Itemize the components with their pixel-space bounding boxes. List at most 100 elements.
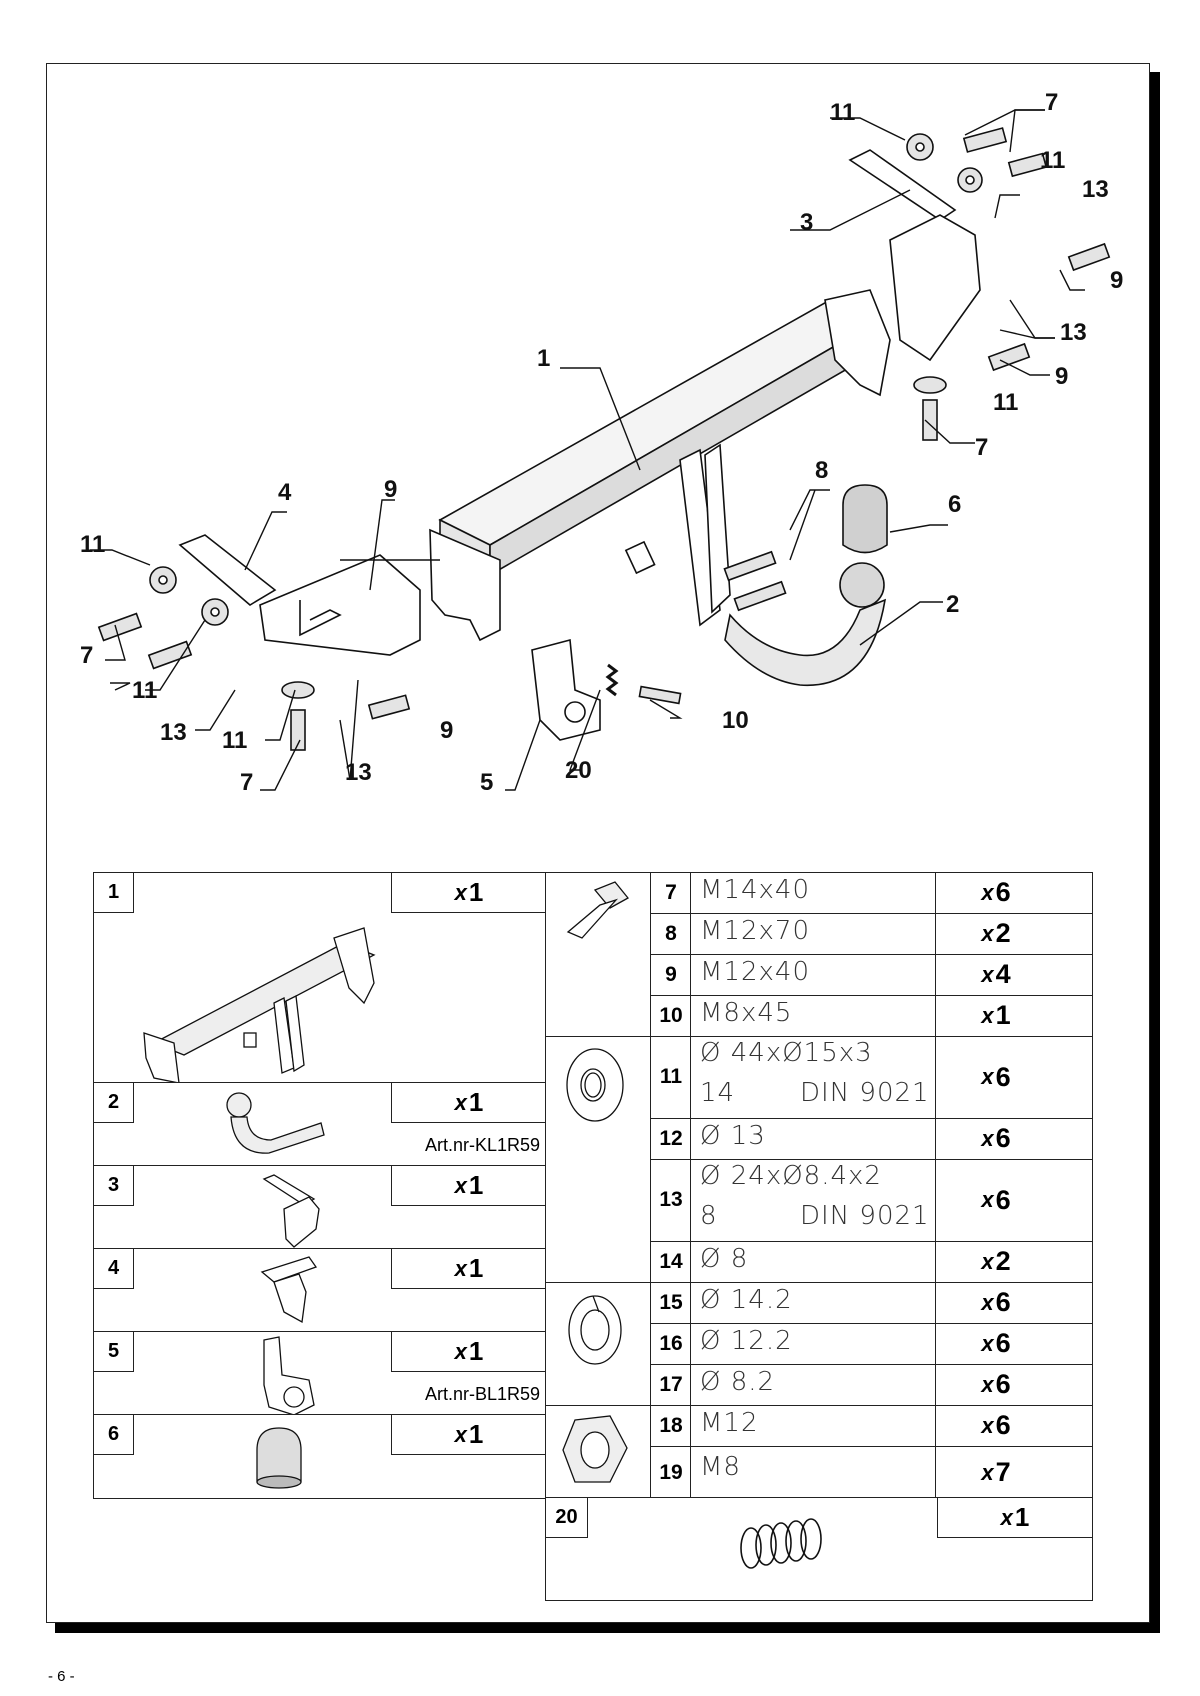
callout-11f: 11 — [222, 727, 247, 754]
hw-spec: Ø 24xØ8.4x2 — [700, 1161, 882, 1191]
hw-number: 15 — [659, 1290, 683, 1314]
hw-spec: M8 — [700, 1452, 741, 1482]
leader-lines — [90, 109, 1085, 791]
article-number: Art.nr-KL1R59 — [424, 1135, 540, 1155]
callout-11d: 11 — [80, 531, 105, 558]
hw-spec: M12 — [700, 1408, 759, 1438]
hardware-grid — [545, 872, 1093, 1499]
bolt-icon — [566, 881, 629, 939]
callout-1: 1 — [537, 345, 550, 372]
hw-spec: M12x70 — [700, 916, 810, 946]
hw-spec: M12x40 — [700, 957, 810, 987]
kit-number: 1 — [94, 873, 134, 913]
hw-spec: Ø 14.2 — [700, 1285, 793, 1315]
washer-icon — [566, 1048, 624, 1122]
callout-11a: 11 — [830, 99, 855, 126]
callout-4: 4 — [278, 479, 292, 506]
hw-number: 8 — [665, 921, 677, 945]
spring-20-part — [605, 663, 619, 697]
callout-7b: 7 — [975, 434, 988, 461]
hw-standard: DIN 9021 — [800, 1201, 930, 1231]
hw-number: 19 — [659, 1460, 683, 1484]
nut-icon — [562, 1415, 628, 1483]
callout-7c: 7 — [80, 642, 93, 669]
ball-cap-6-part — [842, 484, 888, 554]
callout-9c: 9 — [384, 476, 397, 503]
callout-7d: 7 — [240, 769, 253, 796]
hw-standard: DIN 9021 — [800, 1078, 930, 1108]
spring-washer-icon — [568, 1295, 622, 1365]
hw-number: 13 — [659, 1188, 683, 1211]
hw-spec: Ø 12.2 — [700, 1326, 793, 1356]
callout-13d: 13 — [345, 759, 372, 786]
callout-5: 5 — [480, 769, 493, 796]
bracket-4-thumbnail — [260, 1256, 318, 1324]
cross-bar-thumbnail — [143, 927, 376, 1083]
callout-11b: 11 — [1040, 147, 1065, 174]
hw-number: 16 — [659, 1331, 683, 1355]
callout-9b: 9 — [1055, 363, 1068, 390]
hw-spec: M14x40 — [700, 875, 810, 905]
callout-7a: 7 — [1045, 89, 1058, 116]
bracket-4-part — [178, 534, 421, 656]
callout-10: 10 — [722, 707, 749, 734]
kit-number: 3 — [94, 1166, 134, 1206]
towball-thumbnail — [226, 1092, 325, 1154]
page-number: - 6 - — [48, 1668, 75, 1685]
hw-number: 11 — [659, 1065, 683, 1088]
callout-9d: 9 — [440, 717, 453, 744]
socket-plate-thumbnail — [263, 1336, 315, 1415]
hw-number: 7 — [665, 880, 677, 904]
kit-number: 2 — [94, 1083, 134, 1123]
assembly-diagram: 1 2 3 4 5 6 7 7 7 7 8 9 9 9 9 10 11 11 1… — [80, 89, 1123, 796]
hw-number: 12 — [659, 1126, 683, 1150]
kit-number: 20 — [546, 1498, 588, 1538]
callout-13c: 13 — [160, 719, 187, 746]
callout-13b: 13 — [1060, 319, 1087, 346]
hw-spec-line2: 14 — [700, 1078, 736, 1108]
spring-icon — [740, 1518, 822, 1569]
hw-spec: Ø 44xØ15x3 — [700, 1038, 873, 1068]
callout-8: 8 — [815, 457, 828, 484]
ball-cap-thumbnail — [256, 1427, 302, 1489]
hw-spec: Ø 13 — [700, 1121, 766, 1151]
callout-13a: 13 — [1082, 176, 1109, 203]
hw-spec: M8x45 — [700, 998, 793, 1028]
hw-number: 10 — [659, 1003, 683, 1027]
towball-2-part — [724, 562, 887, 687]
hw-number: 18 — [659, 1413, 683, 1437]
callout-2: 2 — [946, 591, 959, 618]
kit-number: 6 — [94, 1415, 134, 1455]
callout-20: 20 — [565, 757, 592, 784]
callout-11c: 11 — [993, 389, 1018, 416]
hw-spec: Ø 8.2 — [700, 1367, 776, 1397]
hw-spec-line2: 8 — [700, 1201, 718, 1231]
hw-spec: Ø 8 — [700, 1244, 749, 1274]
article-number: Art.nr-BL1R59 — [424, 1384, 540, 1404]
kit-number: 4 — [94, 1249, 134, 1289]
bracket-3-part — [848, 149, 981, 362]
hw-number: 17 — [659, 1372, 683, 1396]
